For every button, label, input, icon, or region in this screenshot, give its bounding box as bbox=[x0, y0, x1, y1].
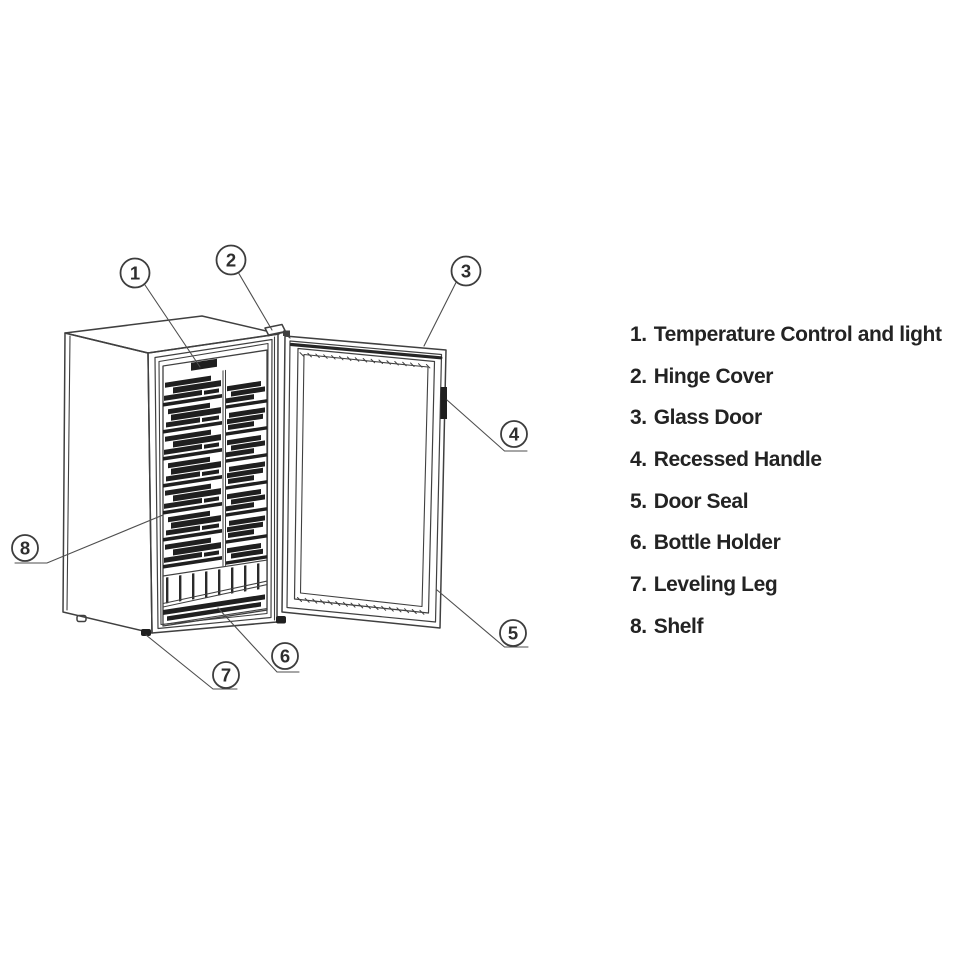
leader-3 bbox=[423, 281, 457, 347]
legend-number: 3. bbox=[630, 406, 647, 430]
shelves bbox=[163, 393, 267, 569]
recessed-handle bbox=[440, 387, 447, 419]
wine-rack-bottles bbox=[164, 375, 265, 563]
callout-1: 1 bbox=[119, 257, 151, 289]
rear-leveling-leg bbox=[76, 614, 87, 623]
hinge-cover bbox=[264, 323, 290, 337]
temperature-control-light bbox=[191, 358, 217, 371]
legend-item-1: 1. Temperature Control and light bbox=[630, 314, 942, 356]
legend-label: Bottle Holder bbox=[653, 531, 781, 555]
legend-label: Temperature Control and light bbox=[653, 322, 942, 346]
legend-label: Hinge Cover bbox=[653, 364, 774, 388]
legend-label: Shelf bbox=[653, 614, 704, 638]
callout-6: 6 bbox=[271, 642, 299, 670]
leader-6 bbox=[217, 607, 300, 673]
svg-text:3: 3 bbox=[461, 261, 471, 282]
legend-label: Door Seal bbox=[653, 489, 749, 513]
legend-label: Recessed Handle bbox=[653, 447, 822, 471]
callout-5: 5 bbox=[499, 619, 527, 647]
door-outer-frame bbox=[281, 335, 447, 629]
legend-number: 5. bbox=[630, 489, 647, 513]
legend-number: 1. bbox=[630, 322, 647, 346]
legend-item-4: 4. Recessed Handle bbox=[630, 439, 942, 481]
legend-item-7: 7. Leveling Leg bbox=[630, 564, 942, 606]
cabinet-interior bbox=[162, 349, 268, 627]
callout-4: 4 bbox=[500, 420, 528, 448]
legend-item-5: 5. Door Seal bbox=[630, 481, 942, 523]
legend-number: 2. bbox=[630, 364, 647, 388]
glass-door bbox=[281, 332, 447, 629]
svg-text:4: 4 bbox=[509, 424, 520, 445]
parts-legend: 1. Temperature Control and light 2. Hing… bbox=[630, 314, 942, 648]
bottle-holder bbox=[162, 559, 268, 626]
svg-text:1: 1 bbox=[130, 263, 140, 284]
svg-text:7: 7 bbox=[221, 665, 231, 686]
seal-hatching-top bbox=[299, 352, 431, 369]
callout-8: 8 bbox=[11, 534, 39, 562]
leader-5 bbox=[436, 589, 529, 648]
legend-item-2: 2. Hinge Cover bbox=[630, 356, 942, 398]
legend-number: 8. bbox=[630, 614, 647, 638]
legend-label: Glass Door bbox=[653, 406, 762, 430]
leader-7 bbox=[145, 634, 238, 690]
svg-text:5: 5 bbox=[508, 623, 518, 644]
leader-2 bbox=[237, 271, 273, 331]
leveling-legs bbox=[76, 614, 286, 636]
legend-number: 6. bbox=[630, 531, 647, 555]
callout-7: 7 bbox=[212, 661, 240, 689]
door-seal bbox=[293, 347, 436, 614]
leader-8 bbox=[14, 514, 164, 564]
hinge-side-foot bbox=[276, 616, 286, 624]
legend-item-3: 3. Glass Door bbox=[630, 397, 942, 439]
callout-2: 2 bbox=[215, 244, 247, 276]
cabinet-side-panel bbox=[62, 332, 153, 634]
legend-number: 4. bbox=[630, 447, 647, 471]
leader-1 bbox=[144, 284, 201, 368]
callout-3: 3 bbox=[450, 255, 482, 287]
callouts: 1 2 3 4 5 6 7 bbox=[11, 244, 528, 689]
svg-text:6: 6 bbox=[280, 646, 290, 667]
leader-4 bbox=[446, 399, 528, 452]
cabinet bbox=[62, 315, 290, 636]
legend-number: 7. bbox=[630, 572, 647, 596]
legend-item-6: 6. Bottle Holder bbox=[630, 522, 942, 564]
front-leveling-leg bbox=[141, 629, 151, 636]
legend-label: Leveling Leg bbox=[653, 572, 778, 596]
legend-item-8: 8. Shelf bbox=[630, 606, 942, 648]
svg-text:2: 2 bbox=[226, 250, 236, 271]
svg-text:8: 8 bbox=[20, 538, 30, 559]
glass-pane-edge bbox=[299, 353, 429, 608]
leader-lines bbox=[14, 271, 529, 690]
seal-hatching-bottom bbox=[297, 597, 425, 615]
